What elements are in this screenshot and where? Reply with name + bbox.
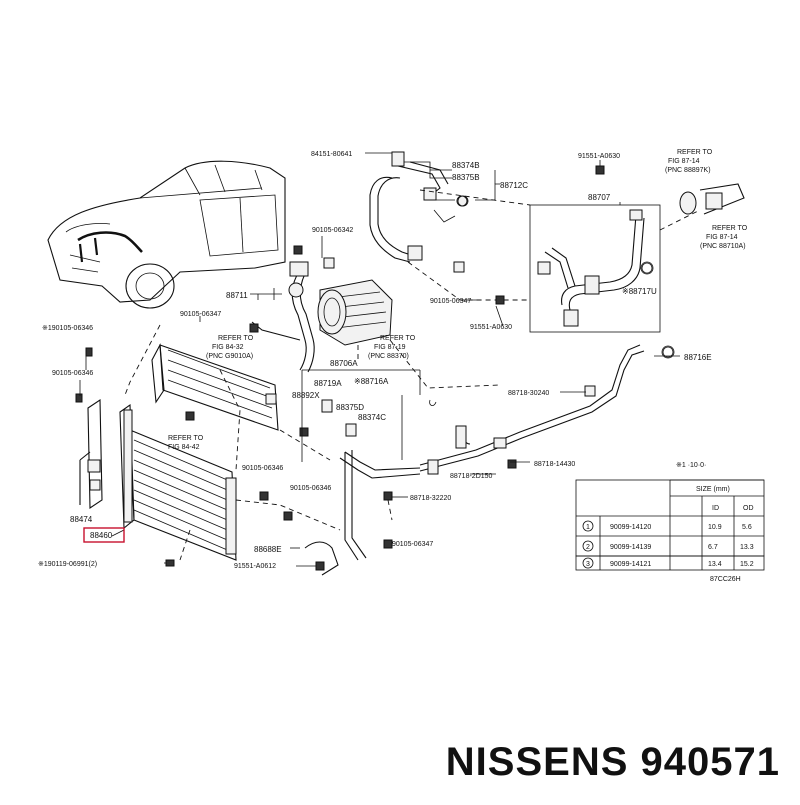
label-88460: 88460 <box>90 531 113 540</box>
table-note: ※1 ·10·0· <box>676 462 706 469</box>
discharge-hose <box>369 151 468 273</box>
label-190119-06991: ※190119-06991(2) <box>38 561 97 568</box>
suction-hose-88711 <box>251 261 315 373</box>
label-90105-06347-c: 90105-06347 <box>392 541 433 548</box>
refer-87-14a-line3: (PNC 88897K) <box>665 167 711 174</box>
evaporator-connector <box>659 183 745 231</box>
label-88706a: 88706A <box>330 359 358 368</box>
highlight-88460 <box>83 527 125 543</box>
evaporator-line-box <box>529 204 661 333</box>
label-88716e: 88716E <box>684 353 712 362</box>
refer-87-14a-line2: FIG 87-14 <box>668 158 700 165</box>
lower-tube <box>304 450 439 576</box>
label-190105-06346: ※190105-06346 <box>42 325 93 332</box>
refer-87-19-line3: (PNC 88370) <box>368 353 409 360</box>
label-88374b: 88374B <box>452 161 480 170</box>
leader-lines <box>79 152 680 567</box>
label-88717u: ※88717U <box>622 287 657 296</box>
diagram-code: 87CC26H <box>710 576 741 583</box>
label-88707: 88707 <box>588 193 611 202</box>
refer-87-14b-line1: REFER TO <box>712 225 748 232</box>
compressor <box>317 257 393 346</box>
liquid-line <box>419 344 675 472</box>
table-row2-num: 2 <box>586 544 590 551</box>
car-illustration <box>47 160 286 309</box>
table-col-id: ID <box>712 505 719 512</box>
seal-size-table: ※1 ·10·0· SIZE (mm) ID OD 1 90099-14120 … <box>575 462 765 583</box>
label-88716a: ※88716A <box>354 377 389 386</box>
label-88892x: 88892X <box>292 391 320 400</box>
routing-dashes <box>124 189 531 561</box>
table-row3-od: 15.2 <box>740 561 754 568</box>
table-row1-part: 90099-14120 <box>610 524 651 531</box>
label-84151: 84151-80641 <box>311 151 352 158</box>
refer-87-14b-line2: FIG 87-14 <box>706 234 738 241</box>
receiver-dryer <box>79 398 103 510</box>
table-row3-part: 90099-14121 <box>610 561 651 568</box>
label-88375d: 88375D <box>336 403 364 412</box>
label-91551-a0612: 91551-A0612 <box>234 563 276 570</box>
table-size-header: SIZE (mm) <box>696 486 730 493</box>
table-row1-num: 1 <box>586 524 590 531</box>
label-90105-06342: 90105-06342 <box>312 227 353 234</box>
bolt-icons <box>75 165 605 571</box>
label-88688e: 88688E <box>254 545 282 554</box>
label-88374c: 88374C <box>358 413 386 422</box>
table-col-od: OD <box>743 505 754 512</box>
label-90105-06346-b: 90105-06346 <box>242 465 283 472</box>
refer-84-32-line2: FIG 84-32 <box>212 344 244 351</box>
label-88719a: 88719A <box>314 379 342 388</box>
label-90105-06346-left: 90105-06346 <box>52 370 93 377</box>
label-90105-06347-b: 90105-06347 <box>180 311 221 318</box>
table-row2-od: 13.3 <box>740 544 754 551</box>
circled-markers <box>457 195 674 358</box>
refer-87-14a-line1: REFER TO <box>677 149 713 156</box>
refer-87-19-line1: REFER TO <box>380 335 416 342</box>
label-88718-2d150: 88718-2D150 <box>450 473 493 480</box>
table-row1-id: 10.9 <box>708 524 722 531</box>
table-row1-od: 5.6 <box>742 524 752 531</box>
label-91551-a0630: 91551-A0630 <box>578 153 620 160</box>
table-row3-num: 3 <box>586 561 590 568</box>
refer-84-32-line3: (PNC G9010A) <box>206 353 253 360</box>
refer-84-42-line2: FIG 84-42 <box>168 444 200 451</box>
callout-labels: 84151-80641 88374B 88375B 88712C 91551-A… <box>38 149 748 570</box>
condenser-88460 <box>119 403 237 561</box>
label-90105-06347: 90105-06347 <box>430 298 471 305</box>
brand-caption: NISSENS 940571 <box>445 740 780 784</box>
label-91551-a0630-b: 91551-A0630 <box>470 324 512 331</box>
refer-87-19-line2: FIG 87-19 <box>374 344 406 351</box>
label-90105-06346-c: 90105-06346 <box>290 485 331 492</box>
condenser-rear <box>151 343 279 431</box>
label-88712c: 88712C <box>500 181 528 190</box>
refer-87-14b-line3: (PNC 88710A) <box>700 243 746 250</box>
label-88474: 88474 <box>70 515 93 524</box>
table-row3-id: 13.4 <box>708 561 722 568</box>
refer-84-32-line1: REFER TO <box>218 335 254 342</box>
label-88718-30240: 88718-30240 <box>508 390 549 397</box>
table-row2-id: 6.7 <box>708 544 718 551</box>
bracket-88706a <box>301 369 437 462</box>
label-88718-14430: 88718-14430 <box>534 461 575 468</box>
label-88375b: 88375B <box>452 173 480 182</box>
label-88711: 88711 <box>226 291 248 300</box>
table-row2-part: 90099-14139 <box>610 544 651 551</box>
refer-84-42-line1: REFER TO <box>168 435 204 442</box>
label-88718-32220: 88718-32220 <box>410 495 451 502</box>
